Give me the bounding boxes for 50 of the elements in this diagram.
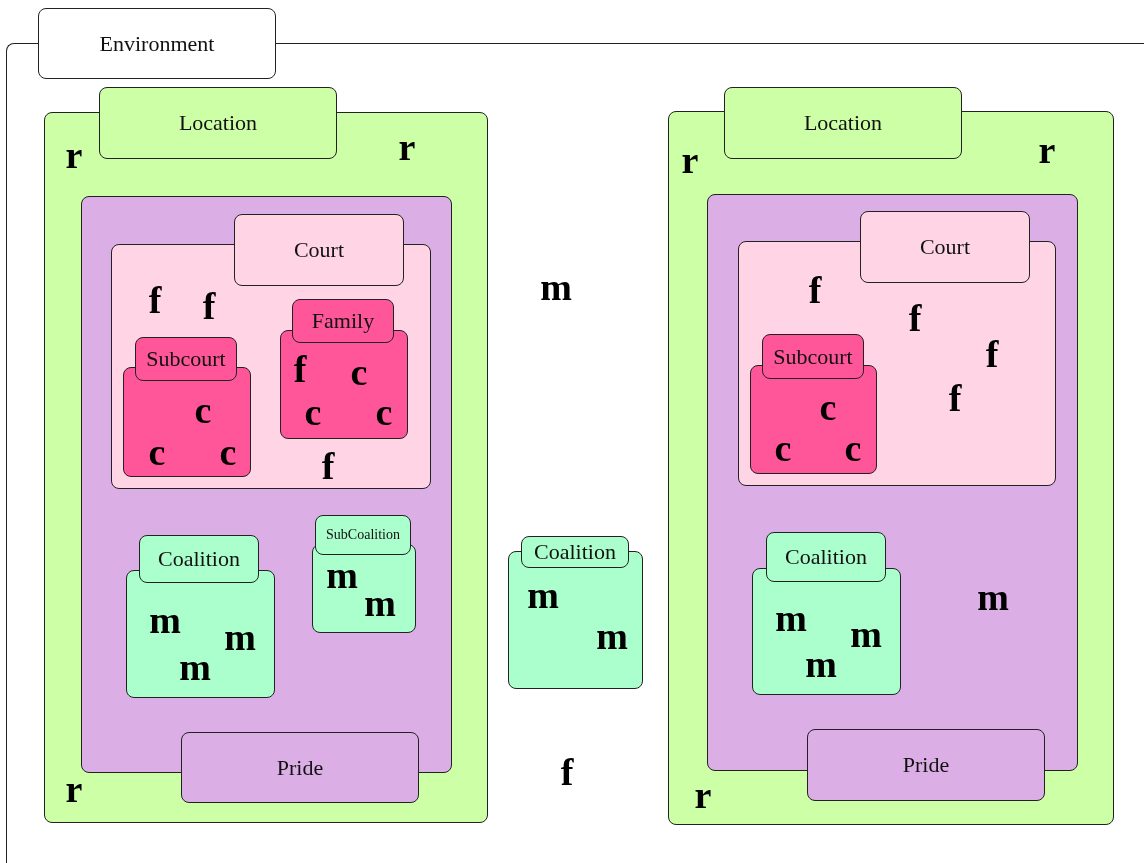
heading-tab: Pride <box>181 732 419 803</box>
heading-tab: Family <box>292 299 394 343</box>
member-letter: m <box>540 268 572 306</box>
member-letter: c <box>148 433 166 471</box>
heading-tab: SubCoalition <box>315 515 411 555</box>
member-letter: m <box>977 578 1009 616</box>
member-letter: m <box>805 645 837 683</box>
member-letter: f <box>148 281 162 319</box>
member-letter: f <box>985 335 999 373</box>
heading-tab: Pride <box>807 729 1045 801</box>
member-letter: m <box>179 648 211 686</box>
member-letter: c <box>194 391 212 429</box>
member-letter: c <box>819 388 837 426</box>
heading-tab: Location <box>724 87 962 159</box>
member-letter: f <box>908 299 922 337</box>
member-letter: r <box>1038 131 1056 169</box>
member-letter: m <box>326 556 358 594</box>
member-letter: m <box>850 615 882 653</box>
member-letter: r <box>65 136 83 174</box>
member-letter: m <box>527 576 559 614</box>
member-letter: m <box>149 601 181 639</box>
member-letter: m <box>596 617 628 655</box>
member-letter: r <box>398 128 416 166</box>
member-letter: c <box>774 429 792 467</box>
member-letter: r <box>65 770 83 808</box>
heading-tab: Court <box>234 214 404 286</box>
member-letter: c <box>844 429 862 467</box>
heading-tab: Subcourt <box>135 337 237 381</box>
heading-tab: Coalition <box>521 536 629 568</box>
member-letter: c <box>350 353 368 391</box>
member-letter: f <box>321 447 335 485</box>
member-letter: m <box>224 618 256 656</box>
member-letter: f <box>808 271 822 309</box>
member-letter: c <box>375 393 393 431</box>
member-letter: r <box>694 776 712 814</box>
member-letter: m <box>364 584 396 622</box>
member-letter: m <box>775 599 807 637</box>
heading-tab: Subcourt <box>762 334 864 379</box>
member-letter: r <box>681 141 699 179</box>
member-letter: c <box>304 393 322 431</box>
member-letter: f <box>560 753 574 791</box>
member-letter: f <box>202 287 216 325</box>
member-letter: c <box>219 433 237 471</box>
heading-tab: Coalition <box>139 535 259 583</box>
member-letter: f <box>293 350 307 388</box>
heading-tab: Court <box>860 211 1030 283</box>
heading-tab: Location <box>99 87 337 159</box>
heading-tab: Coalition <box>766 532 886 582</box>
heading-tab: Environment <box>38 8 276 79</box>
member-letter: f <box>948 379 962 417</box>
